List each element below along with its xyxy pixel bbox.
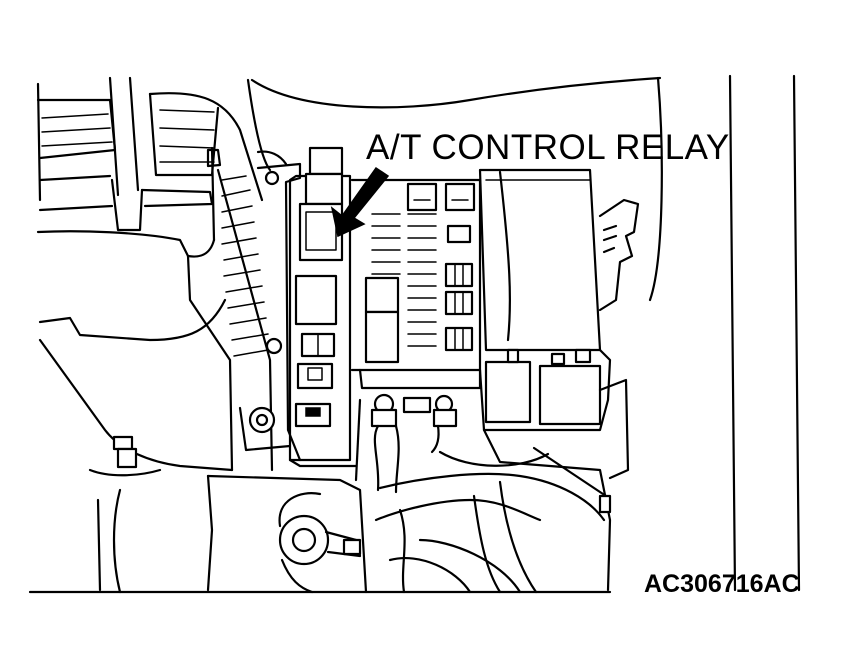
air-cleaner-assembly [36,76,274,472]
mounting-bracket [238,150,302,462]
relay-column [288,146,358,468]
relay-box-cover [478,168,640,592]
pointer-arrow-icon [330,166,390,238]
wiring-harness [96,450,606,594]
fender-outline [246,74,801,592]
fuse-block [350,178,482,390]
figure-id: AC306716AC [644,570,800,598]
battery-terminal [354,393,458,494]
stud-bolt [88,435,162,477]
callout-label: A/T CONTROL RELAY [366,128,730,167]
relay-top [308,146,344,176]
